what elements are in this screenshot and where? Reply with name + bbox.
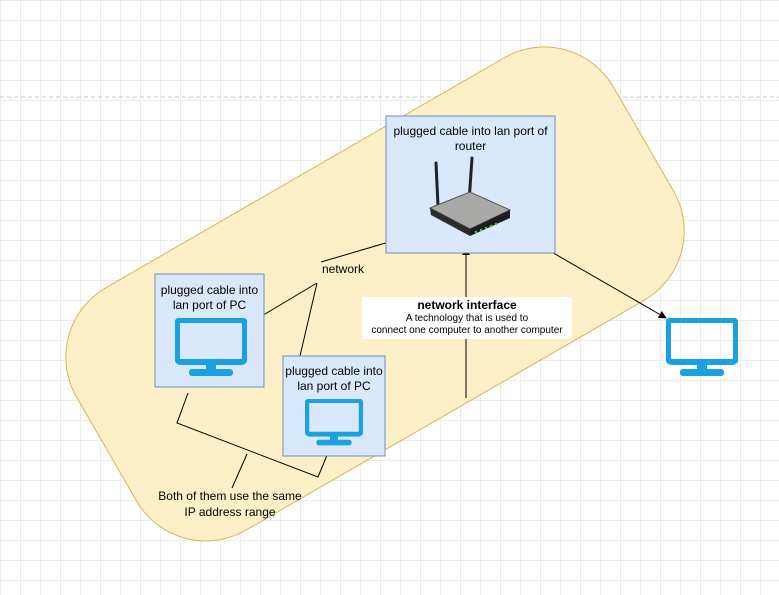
- ip-bracket: [176, 392, 331, 478]
- network-interface-desc-2: connect one computer to another computer: [371, 325, 563, 336]
- router-box-label: plugged cable into lan port of router: [393, 124, 548, 153]
- network-interface-desc-1: A technology that is used to: [405, 313, 529, 324]
- monitor-icon[interactable]: [668, 320, 736, 376]
- network-interface-label: network interface A technology that is u…: [362, 298, 572, 337]
- pc2-box-label: plugged cable into lan port of PC: [285, 364, 383, 393]
- pc2-to-network-line: [299, 282, 318, 357]
- network-label: network: [321, 262, 365, 276]
- network-region: [65, 46, 685, 542]
- ip-bracket-stem: [231, 453, 248, 489]
- ip-note: Both of them use the same IP address ran…: [140, 488, 320, 520]
- router-icon: [428, 156, 512, 236]
- ip-note-line-1: Both of them use the same: [158, 489, 302, 503]
- pc1-to-network-line: [254, 282, 318, 321]
- pc1-box-label: plugged cable into lan port of PC: [160, 283, 259, 312]
- ip-note-line-2: IP address range: [184, 505, 276, 519]
- network-interface-bg: [362, 297, 572, 339]
- network-interface-title: network interface: [417, 298, 517, 312]
